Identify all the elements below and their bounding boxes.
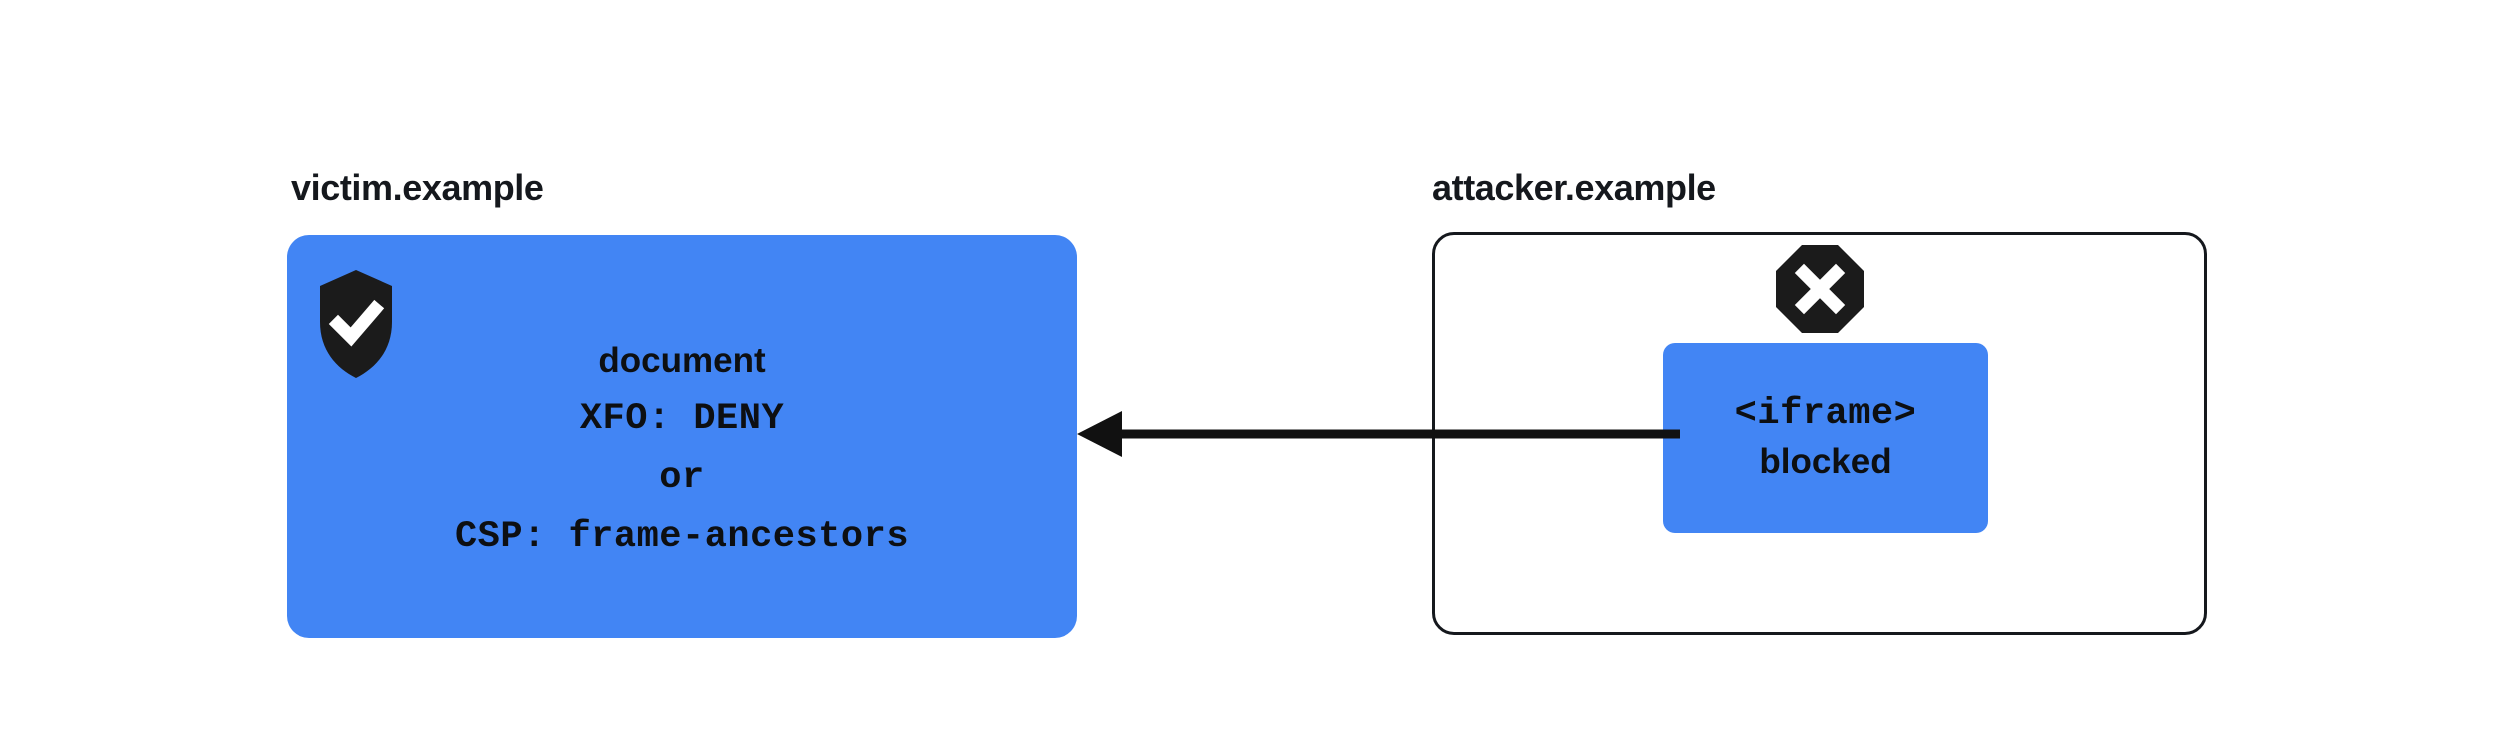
attacker-domain-label: attacker.example [1432, 167, 1716, 208]
victim-line-2: or [659, 457, 705, 499]
arrow-left-icon [1060, 403, 1680, 465]
shield-check-icon [318, 268, 394, 380]
iframe-tag-label: <iframe> [1734, 393, 1917, 435]
iframe-status-label: blocked [1759, 442, 1892, 481]
victim-line-0: document [598, 341, 766, 380]
victim-directive-stack: document XFO: DENY or CSP: frame-ancesto… [287, 331, 1077, 567]
blocked-iframe-box: <iframe> blocked [1663, 343, 1988, 533]
victim-domain-label: victim.example [291, 167, 544, 208]
victim-document-panel: document XFO: DENY or CSP: frame-ancesto… [287, 235, 1077, 638]
victim-line-1: XFO: DENY [579, 398, 785, 440]
victim-line-3: CSP: frame-ancestors [454, 516, 910, 558]
octagon-x-icon [1774, 243, 1866, 335]
